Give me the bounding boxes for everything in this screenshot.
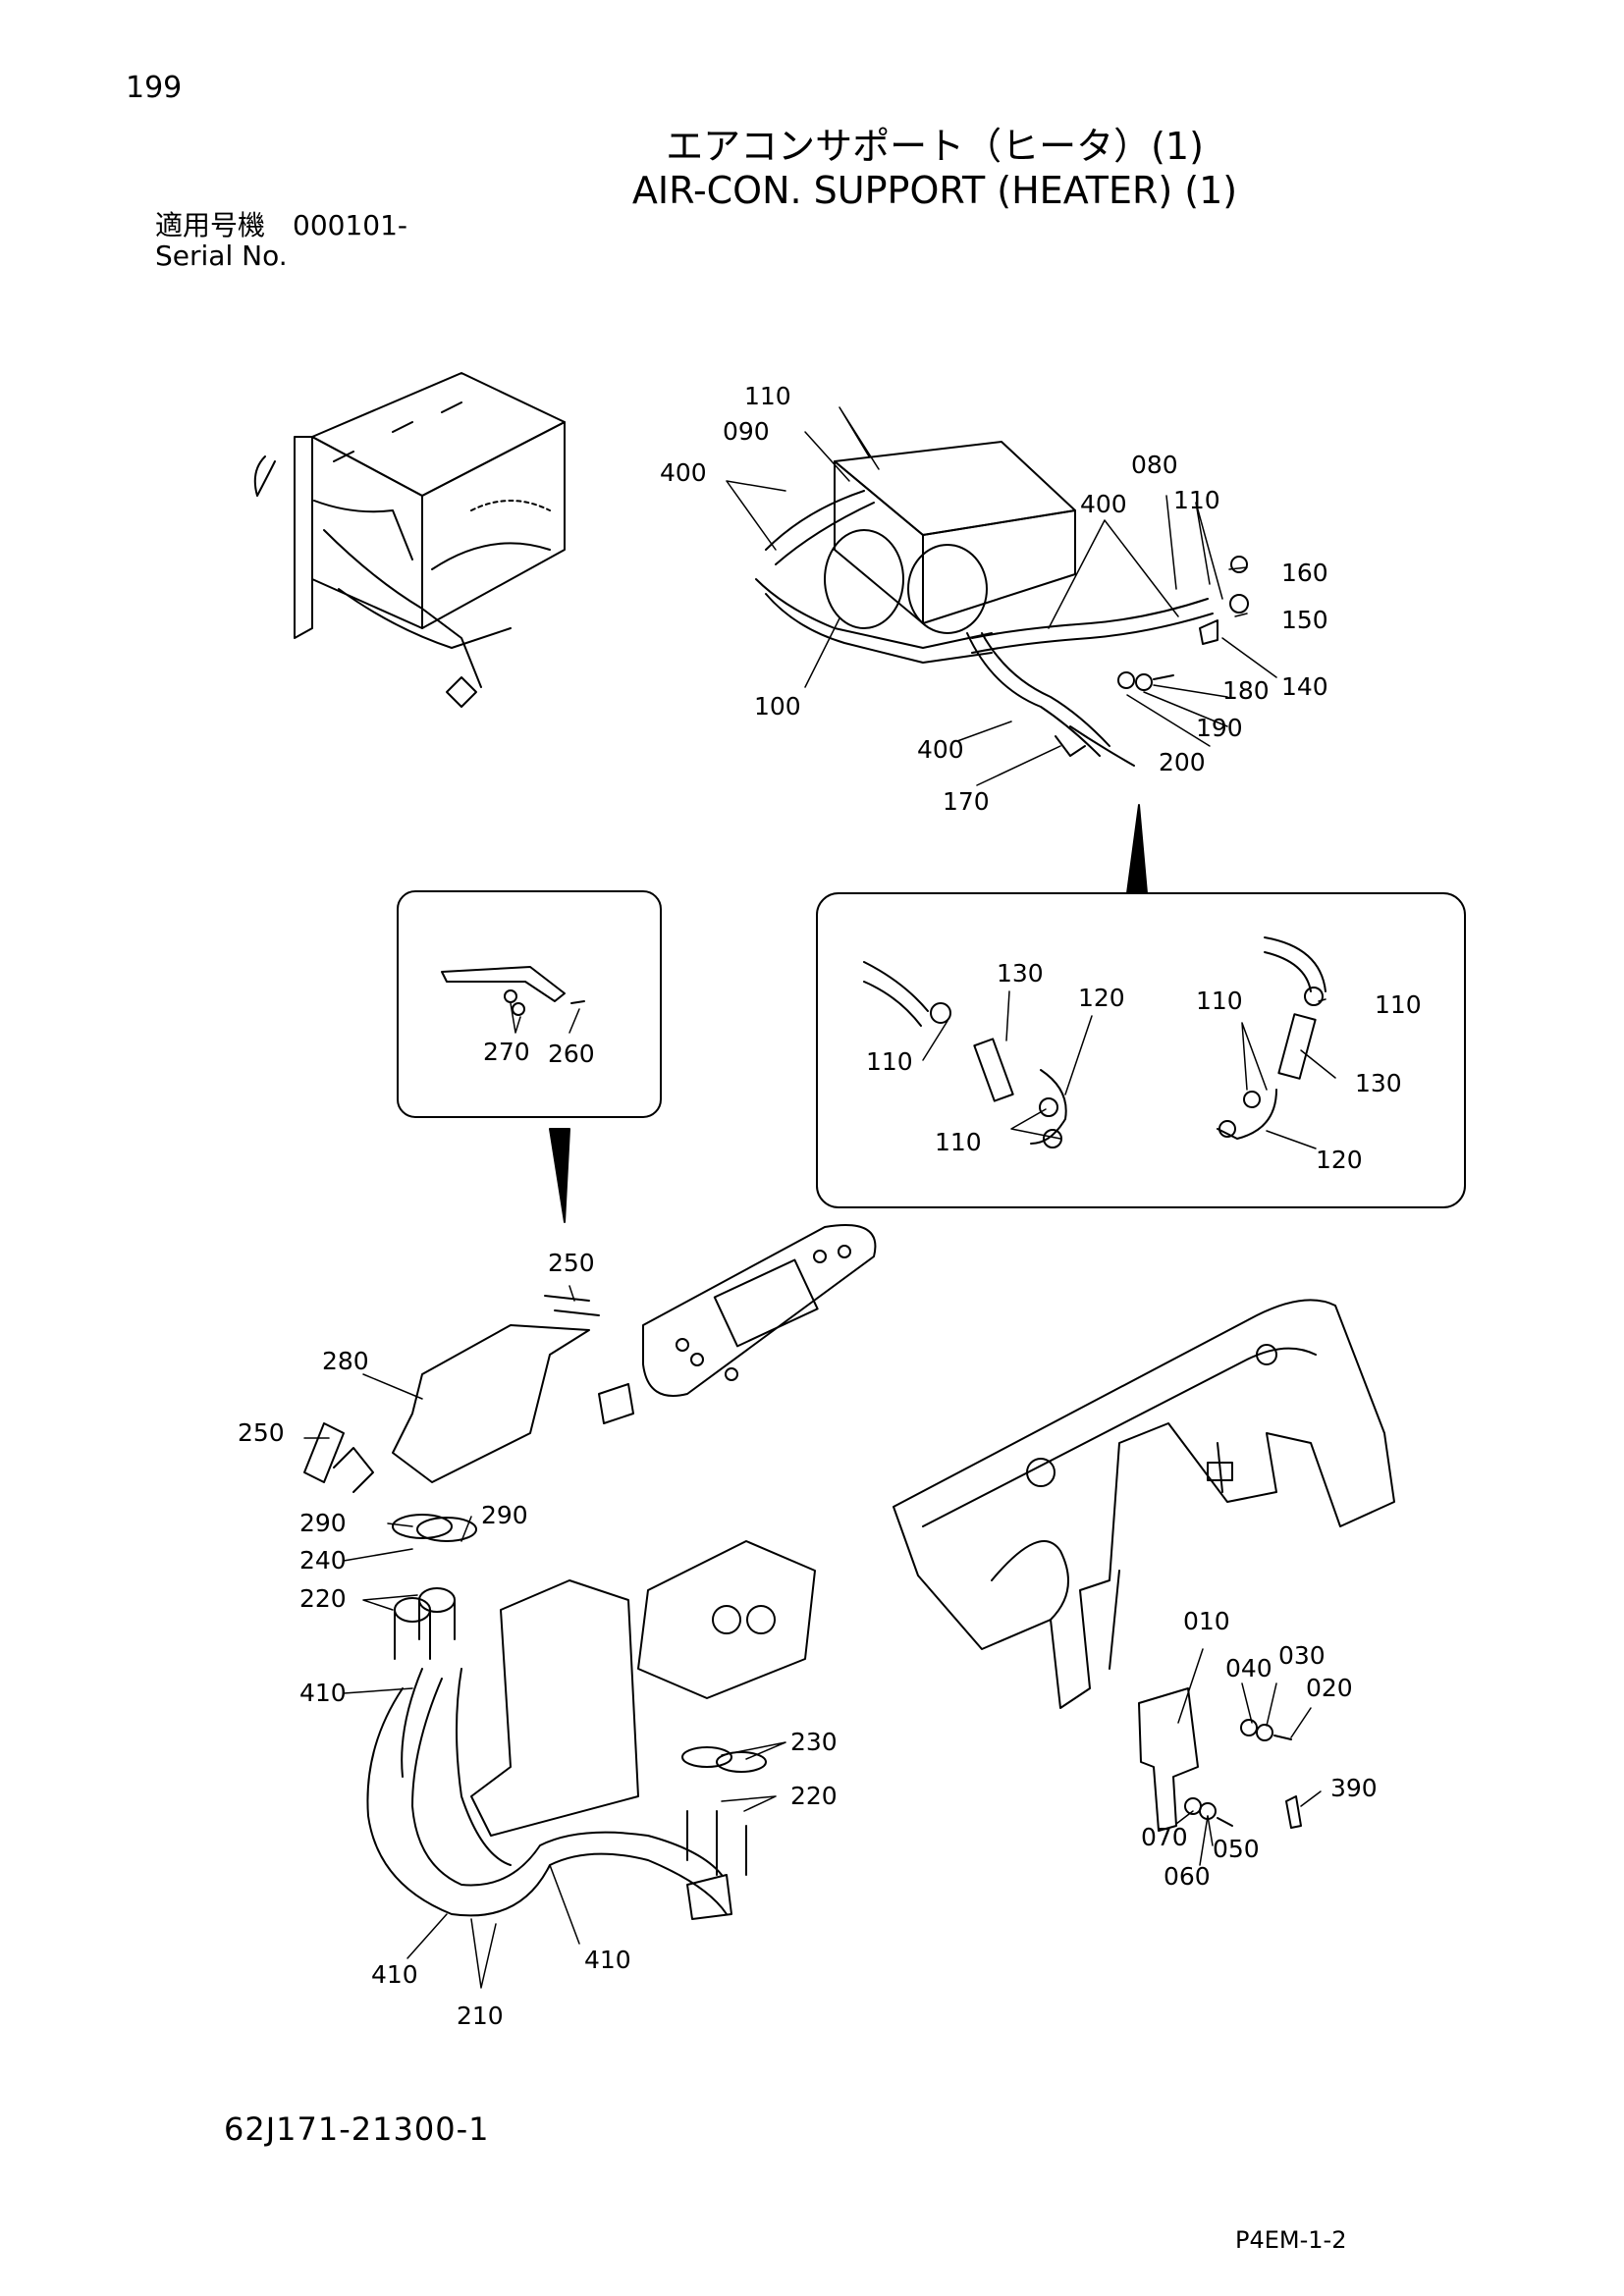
callout-080: 080 [1131,451,1178,479]
callout-410: 410 [584,1946,631,1974]
leader-lines [303,406,1336,1989]
callout-120: 120 [1316,1146,1363,1174]
callout-260: 260 [548,1040,595,1068]
callout-110: 110 [866,1047,913,1076]
pointer-arrow-left [549,1128,570,1223]
heater-unit-drawing [755,441,1249,767]
callout-400: 400 [660,458,707,487]
detail-box-bracket [397,890,662,1118]
callout-140: 140 [1281,672,1328,701]
hose-joint-detail-drawing [863,936,1326,1148]
callout-290: 290 [481,1501,528,1529]
part-callouts: 110 090 400 080 400 110 160 150 140 100 … [238,382,1422,2030]
callout-190: 190 [1196,714,1243,742]
callout-110: 110 [1173,486,1220,514]
callout-230: 230 [790,1728,838,1756]
callout-110: 110 [744,382,791,410]
callout-070: 070 [1141,1823,1188,1851]
detail-box-hose-joint [816,892,1466,1208]
callout-290: 290 [299,1509,347,1537]
drawing-number: 62J171-21300-1 [224,2110,490,2148]
page-number: 199 [126,71,183,105]
callout-030: 030 [1278,1641,1326,1670]
callout-250: 250 [238,1418,285,1447]
pointer-arrow-right [1126,804,1148,894]
serial-label-english: Serial No. [155,240,288,272]
callout-040: 040 [1225,1654,1272,1682]
callout-020: 020 [1306,1674,1353,1702]
bracket-detail-drawing [441,966,585,1016]
callout-220: 220 [790,1782,838,1810]
callout-200: 200 [1159,748,1206,776]
callout-160: 160 [1281,559,1328,587]
callout-180: 180 [1222,676,1270,705]
callout-410: 410 [299,1679,347,1707]
callout-210: 210 [457,2002,504,2030]
callout-170: 170 [943,787,990,816]
page-title-english: AIR-CON. SUPPORT (HEATER) (1) [631,169,1238,212]
callout-130: 130 [997,959,1044,988]
callout-270: 270 [483,1038,530,1066]
callout-110: 110 [1375,990,1422,1019]
cab-overview-drawing [253,372,566,708]
callout-110: 110 [1196,987,1243,1015]
callout-220: 220 [299,1584,347,1613]
callout-400: 400 [917,735,964,764]
callout-150: 150 [1281,606,1328,634]
callout-110: 110 [935,1128,982,1156]
callout-090: 090 [723,417,770,446]
callout-050: 050 [1213,1835,1260,1863]
callout-240: 240 [299,1546,347,1575]
callout-010: 010 [1183,1607,1230,1635]
callout-060: 060 [1164,1862,1211,1891]
frame-drawing [893,1299,1395,1832]
callout-250: 250 [548,1249,595,1277]
console-panel-drawing [598,1224,877,1424]
callout-390: 390 [1330,1774,1378,1802]
callout-130: 130 [1355,1069,1402,1097]
callout-120: 120 [1078,984,1125,1012]
callout-100: 100 [754,692,801,721]
serial-label-japanese: 適用号機 000101- [155,209,407,241]
page-title-japanese: エアコンサポート（ヒータ）(1) [666,125,1204,168]
duct-assembly-drawing [303,1295,816,1920]
callout-280: 280 [322,1347,369,1375]
callout-410: 410 [371,1960,418,1989]
page-reference: P4EM-1-2 [1235,2226,1347,2254]
callout-400: 400 [1080,490,1127,518]
